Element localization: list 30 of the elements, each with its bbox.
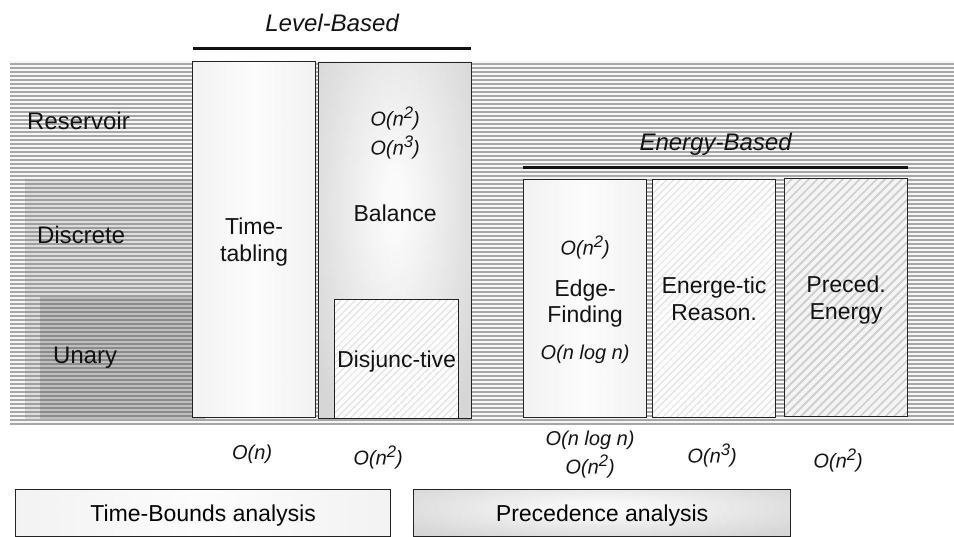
group-heading: Energy-Based	[638, 129, 794, 157]
analysis-box	[15, 489, 391, 537]
technique-box	[334, 299, 459, 419]
technique-label: Time-tabling	[219, 213, 289, 266]
complexity-label: O(n$^{3}$)	[686, 440, 738, 469]
technique-label: Time-Bounds analysis	[90, 500, 316, 527]
row-label: Reservoir	[27, 108, 130, 136]
technique-box	[652, 179, 776, 418]
complexity-label: O(n)	[231, 442, 273, 465]
technique-box	[192, 61, 316, 418]
technique-label: Precedence analysis	[496, 500, 708, 527]
technique-label: Disjunc-tive	[337, 346, 456, 372]
complexity-label: O(n$^{3}$)	[370, 132, 420, 160]
technique-label: Preced. Energy	[805, 271, 887, 324]
technique-box	[523, 179, 647, 418]
group-heading: Level-Based	[264, 10, 400, 38]
technique-box	[318, 62, 472, 419]
complexity-label: O(n log n) O(n$^{2}$)	[544, 428, 636, 480]
complexity-label: O(n$^{2}$)	[352, 442, 404, 471]
complexity-label: O(n$^{2}$)	[812, 445, 864, 474]
analysis-box	[413, 489, 791, 537]
complexity-label: O(n log n)	[540, 342, 630, 365]
row-label: Unary	[53, 342, 118, 370]
technique-label: Edge-Finding	[546, 274, 624, 328]
technique-label: Energe-tic Reason.	[660, 272, 768, 325]
row-label: Discrete	[37, 222, 126, 250]
complexity-label: O(n$^{2}$)	[370, 103, 420, 132]
technique-box	[784, 178, 908, 417]
technique-label: Balance	[353, 200, 437, 227]
complexity-label: O(n$^{2}$)	[560, 232, 610, 261]
